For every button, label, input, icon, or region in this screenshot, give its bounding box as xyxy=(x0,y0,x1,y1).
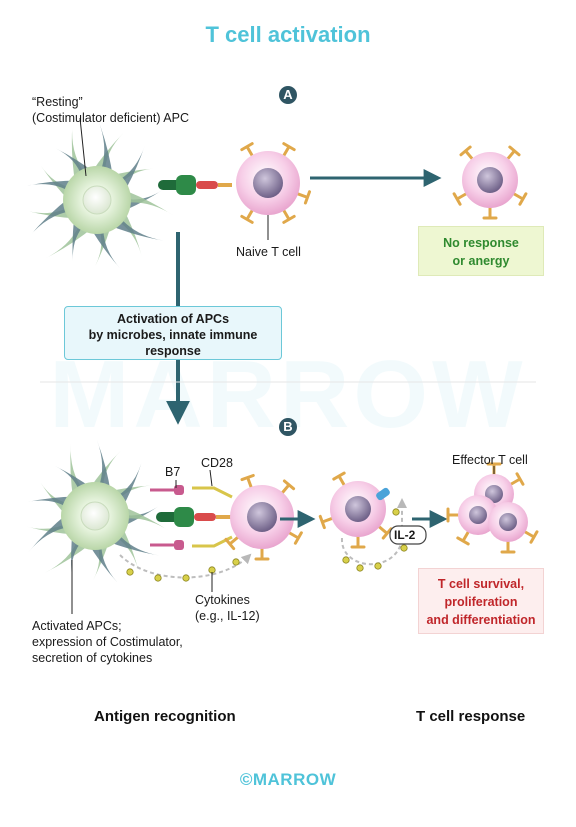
tcr-receptor xyxy=(296,190,312,205)
tcr-receptor xyxy=(512,192,528,206)
panel-b-badge: B xyxy=(279,418,297,436)
dendrite xyxy=(70,443,85,501)
dendrite xyxy=(87,541,118,583)
dendrite xyxy=(89,225,120,269)
il2-loop xyxy=(340,498,407,566)
cytokine-dot xyxy=(126,568,134,576)
resting-apc-label-line2: (Costimulator deficient) APC xyxy=(32,111,190,125)
tcr-receptor xyxy=(281,479,296,494)
activated-apc-label: Activated APCs; expression of Costimulat… xyxy=(32,618,183,666)
dendrite xyxy=(119,505,170,532)
cytokines-label: Cytokines (e.g., IL-12) xyxy=(195,592,260,624)
cytokine-dot xyxy=(392,508,400,516)
panel-a-badge: A xyxy=(279,86,297,104)
tcr-receptor xyxy=(282,209,296,224)
response-line2: proliferation xyxy=(444,595,518,609)
antigen-t-cell xyxy=(224,473,303,561)
activation-box: Activation of APCs by microbes, innate i… xyxy=(64,306,282,360)
tcr-receptor xyxy=(459,145,474,161)
dendrite xyxy=(71,126,87,185)
tcr-receptor xyxy=(452,192,468,206)
t-cell-receptors xyxy=(240,142,312,224)
cytokines-line1: Cytokines xyxy=(195,593,250,607)
il2-label: IL-2 xyxy=(394,528,416,542)
tcr-receptor xyxy=(332,471,346,487)
dendrite xyxy=(26,180,79,193)
naive-t-cell xyxy=(236,142,312,224)
il2-molecules xyxy=(342,508,408,572)
il2-secreting-t-cell xyxy=(318,471,393,549)
activated-apc-line3: secretion of cytokines xyxy=(32,651,153,665)
cytokine-molecules xyxy=(126,558,240,582)
dendrite xyxy=(45,221,95,259)
no-response-line1: No response xyxy=(443,236,519,250)
apc-label-line xyxy=(79,117,87,177)
tcr-receptor xyxy=(254,547,270,561)
tcr-receptor xyxy=(377,525,393,540)
activated-apc-line2: expression of Costimulator, xyxy=(32,635,183,649)
mhc-tcr-complex xyxy=(158,175,232,195)
t-cell-response-box: T cell survival, proliferation and diffe… xyxy=(418,568,544,634)
resting-apc-label-line1: “Resting” xyxy=(32,95,83,109)
il2-box xyxy=(389,525,427,545)
tcr-receptor xyxy=(506,145,521,161)
activation-line3: response xyxy=(145,344,201,358)
activated-apc-line1: Activated APCs; xyxy=(32,619,122,633)
cytokine-dot xyxy=(342,556,350,564)
cytokine-dot xyxy=(232,558,240,566)
cytokine-dot xyxy=(400,544,408,552)
tcr-receptor xyxy=(288,531,303,545)
no-response-line2: or anergy xyxy=(452,254,510,268)
resting-apc xyxy=(25,122,174,269)
cytokine-dot xyxy=(356,564,364,572)
cytokine-dot xyxy=(182,574,190,582)
page-title: T cell activation xyxy=(205,22,371,47)
cytokines-line2: (e.g., IL-12) xyxy=(195,609,260,623)
response-line1: T cell survival, xyxy=(437,577,525,591)
dendrite xyxy=(98,122,114,179)
activation-line1: Activation of APCs xyxy=(116,312,230,326)
naive-t-cell-label: Naive T cell xyxy=(236,245,301,259)
dendrite xyxy=(28,196,73,238)
no-response-box: No response or anergy xyxy=(418,226,544,276)
tcr-receptor xyxy=(446,507,460,523)
resting-apc-label: “Resting” (Costimulator deficient) APC xyxy=(32,94,189,126)
tcr-receptor xyxy=(523,530,539,544)
tcr-receptor xyxy=(500,540,516,554)
brand-logo: ©MARROW xyxy=(239,770,337,789)
mhc-tcr-complex-b xyxy=(156,507,232,527)
antigen-recognition-heading: Antigen recognition xyxy=(94,708,236,725)
b7-label: B7 xyxy=(165,465,181,479)
tcr-receptor xyxy=(282,142,296,157)
tcr-receptor xyxy=(456,530,470,546)
dendrite xyxy=(121,189,174,216)
apc-nucleus xyxy=(82,185,112,215)
anergic-t-cell xyxy=(452,145,528,220)
dendrite xyxy=(28,512,71,553)
response-line3: and differentiation xyxy=(426,613,536,627)
tcr-receptor xyxy=(240,142,254,157)
activation-line2: by microbes, innate immune xyxy=(88,328,258,342)
dendrite xyxy=(96,440,112,495)
activated-apc xyxy=(25,440,170,583)
tcr-receptor xyxy=(509,472,525,486)
effector-t-cell-label: Effector T cell xyxy=(452,453,528,467)
cytokine-path xyxy=(119,553,252,579)
tcr-receptor xyxy=(482,206,498,220)
cytokine-dot xyxy=(154,574,162,582)
tcr-receptor xyxy=(350,535,366,549)
tcr-receptor xyxy=(240,209,254,224)
cd28-label: CD28 xyxy=(201,456,233,470)
effector-t-cells xyxy=(446,462,539,554)
t-cell-response-heading: T cell response xyxy=(416,708,526,725)
tcr-receptor xyxy=(240,473,255,489)
tcr-receptor xyxy=(224,536,239,551)
tcr-receptor xyxy=(318,514,334,530)
cytokine-dot xyxy=(374,562,382,570)
